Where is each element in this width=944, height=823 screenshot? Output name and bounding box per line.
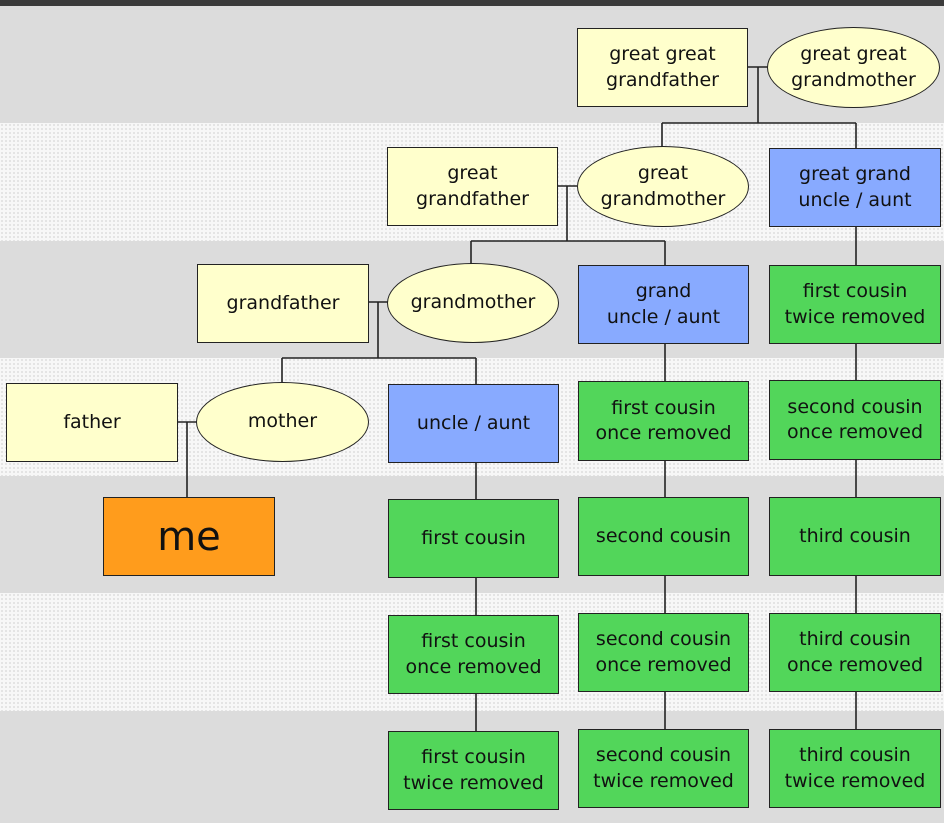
node-first-cousin-once-removed[interactable]: first cousin once removed [388, 615, 559, 694]
node-great-great-grandfather[interactable]: great great grandfather [577, 28, 748, 107]
node-label: great grand uncle / aunt [798, 163, 912, 211]
node-label: great grandfather [416, 162, 529, 210]
node-label: grandfather [226, 291, 340, 314]
node-label: second cousin once removed [786, 395, 924, 443]
node-label: grand uncle / aunt [606, 280, 721, 328]
node-father[interactable]: father [6, 383, 178, 462]
node-first-cousin-twice-removed-up[interactable]: first cousin twice removed [769, 265, 941, 344]
node-first-cousin-once-removed-up[interactable]: first cousin once removed [578, 381, 749, 461]
node-label: first cousin twice removed [403, 746, 544, 794]
node-label: third cousin once removed [786, 628, 924, 676]
top-window-bar [0, 0, 944, 6]
node-label: second cousin once removed [595, 628, 732, 676]
node-second-cousin-twice-removed[interactable]: second cousin twice removed [578, 729, 749, 808]
node-third-cousin-twice-removed[interactable]: third cousin twice removed [769, 729, 941, 808]
node-label: second cousin twice removed [593, 744, 734, 792]
node-label: grandmother [410, 291, 536, 314]
node-great-grand-uncle-aunt[interactable]: great grand uncle / aunt [769, 148, 941, 227]
node-me[interactable]: me [103, 497, 275, 576]
node-grand-uncle-aunt[interactable]: grand uncle / aunt [578, 265, 749, 344]
node-great-grandfather[interactable]: great grandfather [387, 147, 558, 226]
node-label: third cousin [799, 524, 911, 547]
node-label: mother [247, 410, 318, 433]
node-third-cousin[interactable]: third cousin [769, 497, 941, 576]
node-label: me [157, 513, 221, 560]
node-label: first cousin once removed [405, 630, 542, 678]
node-mother[interactable]: mother [196, 382, 369, 462]
node-label: third cousin twice removed [784, 744, 926, 792]
node-great-great-grandmother[interactable]: great great grandmother [767, 27, 940, 108]
node-label: second cousin [595, 524, 732, 547]
node-label: great great grandfather [606, 43, 719, 91]
node-label: great grandmother [600, 162, 726, 210]
node-second-cousin[interactable]: second cousin [578, 497, 749, 576]
node-grandfather[interactable]: grandfather [197, 264, 369, 343]
node-second-cousin-once-removed[interactable]: second cousin once removed [578, 613, 749, 692]
node-second-cousin-once-removed-up[interactable]: second cousin once removed [769, 380, 941, 460]
node-label: first cousin twice removed [784, 280, 926, 328]
node-label: father [63, 410, 121, 433]
node-label: uncle / aunt [416, 411, 531, 434]
node-great-grandmother[interactable]: great grandmother [577, 146, 749, 227]
node-grandmother[interactable]: grandmother [387, 263, 559, 343]
node-first-cousin[interactable]: first cousin [388, 499, 559, 578]
node-first-cousin-twice-removed[interactable]: first cousin twice removed [388, 731, 559, 810]
node-label: great great grandmother [791, 43, 916, 91]
node-uncle-aunt[interactable]: uncle / aunt [388, 384, 559, 463]
node-label: first cousin once removed [595, 396, 732, 444]
node-label: first cousin [421, 526, 526, 549]
node-third-cousin-once-removed[interactable]: third cousin once removed [769, 613, 941, 692]
